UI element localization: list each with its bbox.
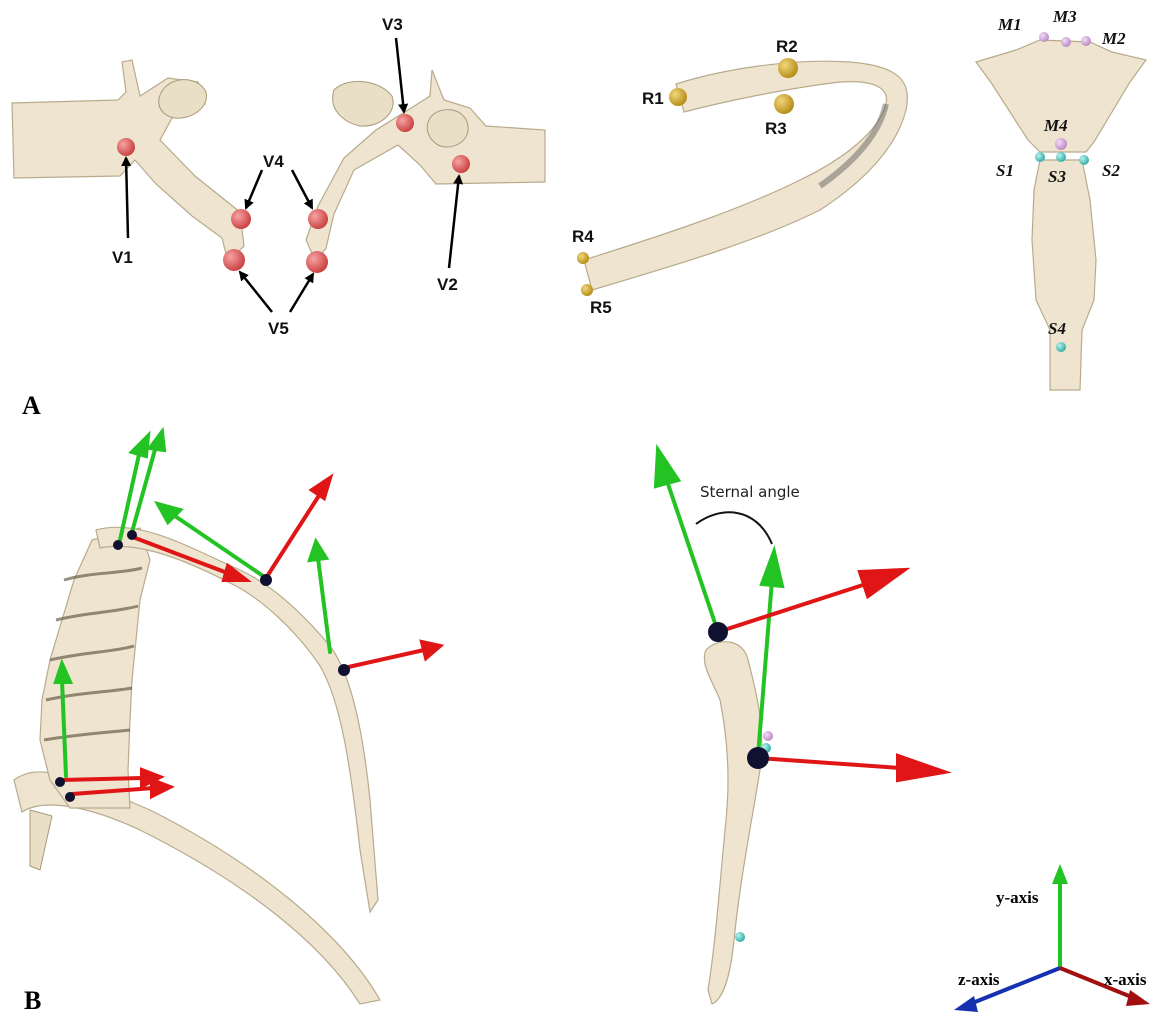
x-axis-label: x-axis <box>1104 970 1147 989</box>
panel-label-a: A <box>22 391 41 420</box>
marker-v5-right <box>306 251 328 273</box>
y-axis-label: y-axis <box>996 888 1039 907</box>
label-v1: V1 <box>112 248 133 267</box>
marker-r5 <box>581 284 593 296</box>
label-v3: V3 <box>382 15 403 34</box>
marker-r1 <box>669 88 687 106</box>
label-r5: R5 <box>590 298 612 317</box>
marker-s2 <box>1079 155 1089 165</box>
marker-v4-right <box>308 209 328 229</box>
label-s3: S3 <box>1048 167 1066 186</box>
label-m3: M3 <box>1052 7 1077 26</box>
marker-v5-left <box>223 249 245 271</box>
sternal-angle-label: Sternal angle <box>700 483 800 501</box>
label-s1: S1 <box>996 161 1014 180</box>
marker-v1 <box>117 138 135 156</box>
label-s2: S2 <box>1102 161 1120 180</box>
label-s4: S4 <box>1048 319 1066 338</box>
marker-s3 <box>1056 152 1066 162</box>
marker-r4 <box>577 252 589 264</box>
marker-s1 <box>1035 152 1045 162</box>
label-v2: V2 <box>437 275 458 294</box>
panel-label-b: B <box>24 986 41 1015</box>
label-r1: R1 <box>642 89 664 108</box>
z-axis-label: z-axis <box>958 970 1000 989</box>
label-r2: R2 <box>776 37 798 56</box>
label-m4: M4 <box>1043 116 1068 135</box>
marker-v2 <box>452 155 470 173</box>
label-m2: M2 <box>1101 29 1126 48</box>
sternal-angle-arc <box>696 512 772 544</box>
label-v5: V5 <box>268 319 289 338</box>
sternum-side-marker-bottom <box>735 932 745 942</box>
marker-s4 <box>1056 342 1066 352</box>
label-m1: M1 <box>997 15 1022 34</box>
coordinate-axes-legend <box>954 864 1150 1012</box>
marker-v4-left <box>231 209 251 229</box>
label-r4: R4 <box>572 227 594 246</box>
label-r3: R3 <box>765 119 787 138</box>
marker-m2 <box>1081 36 1091 46</box>
rib-model <box>577 58 907 296</box>
marker-m4 <box>1055 138 1067 150</box>
marker-m1 <box>1039 32 1049 42</box>
label-v4: V4 <box>263 152 284 171</box>
marker-m3 <box>1061 37 1071 47</box>
marker-v3 <box>396 114 414 132</box>
marker-r2 <box>778 58 798 78</box>
marker-r3 <box>774 94 794 114</box>
sternum-side-marker-pink <box>763 731 773 741</box>
